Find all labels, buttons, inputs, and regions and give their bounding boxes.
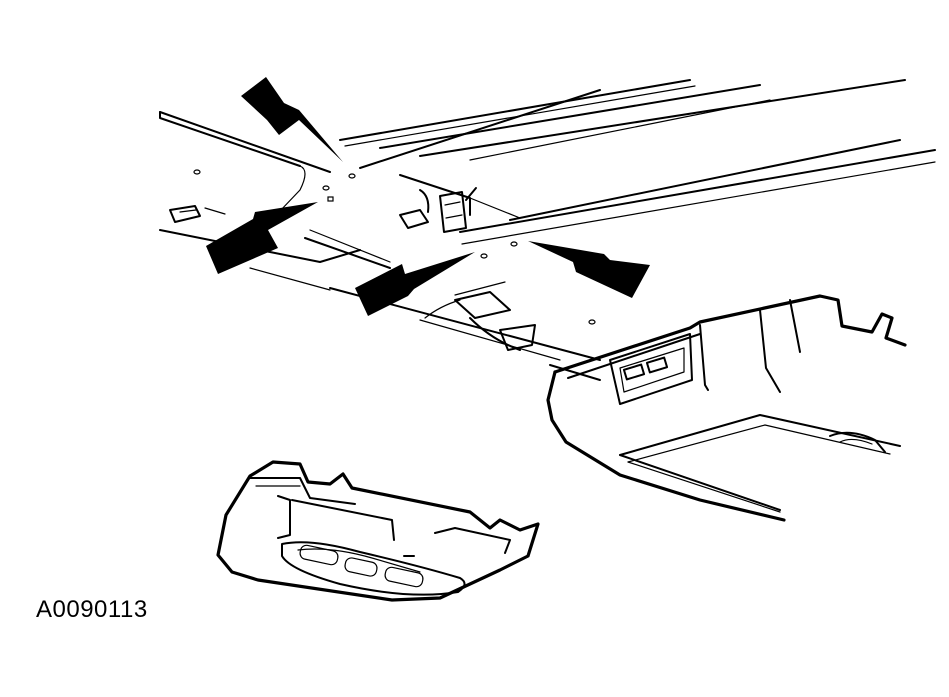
pointer-arrows [206, 77, 650, 316]
mounting-hole [193, 169, 201, 175]
map-light-lens [299, 544, 339, 566]
pointer-arrow [528, 241, 650, 298]
roof-headliner [159, 79, 936, 381]
mounting-hole [348, 173, 356, 179]
mounting-hole [480, 253, 488, 259]
figure-id-label: A0090113 [36, 596, 148, 623]
pointer-arrow [206, 202, 318, 274]
wiring-connector [399, 187, 477, 233]
mounting-hole [510, 241, 518, 247]
map-light-lens [384, 566, 424, 588]
mounting-hole [327, 196, 334, 202]
mounting-hole [322, 185, 330, 191]
mounting-hole [588, 319, 596, 325]
map-light-console [216, 460, 540, 602]
mounting-holes [193, 169, 596, 325]
pointer-arrow [355, 252, 475, 316]
rear-connector [424, 281, 536, 351]
headliner-clip [169, 205, 226, 223]
pointer-arrow [241, 77, 343, 162]
overhead-console [546, 294, 907, 522]
map-light-lens [344, 557, 378, 577]
